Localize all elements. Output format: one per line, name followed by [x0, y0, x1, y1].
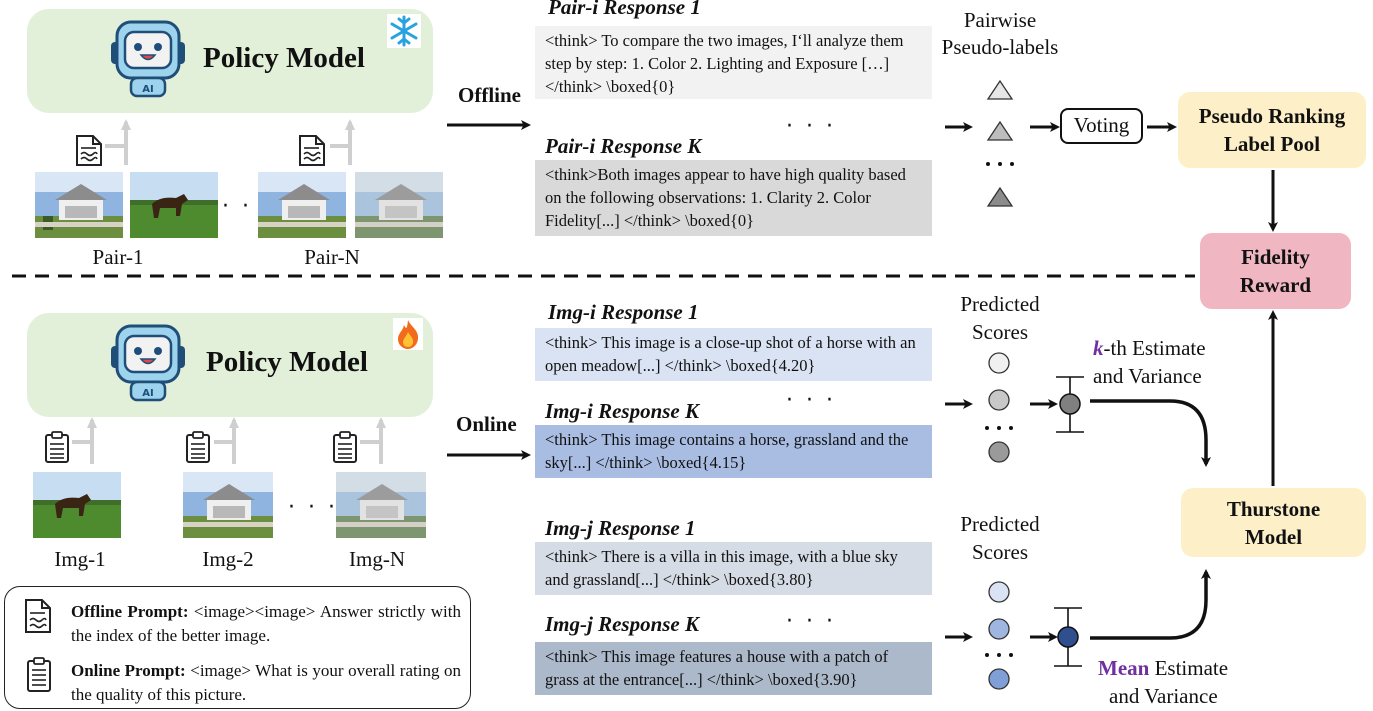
- scores-i-dots: [985, 426, 1013, 430]
- snowflake-icon: [387, 14, 421, 48]
- kth-to-thurstone-arrow: [1090, 399, 1211, 467]
- pool-line1: Pseudo Ranking: [1198, 104, 1346, 128]
- img-j-response-1-title: Img-j Response 1: [545, 516, 696, 540]
- prompt-legend: [4, 586, 471, 709]
- predicted-scores-i-line2: Scores: [972, 320, 1028, 344]
- mean-word: Mean: [1098, 656, 1150, 680]
- mean-to-thurstone-arrow: [1090, 569, 1211, 640]
- mean-estimate-label: Mean Estimate: [1098, 656, 1228, 681]
- kth-estimate-dot: [1059, 393, 1081, 415]
- pair-n-image-b: [355, 172, 443, 238]
- img-n-image: [336, 472, 426, 538]
- pair-1-image-a: [35, 172, 123, 238]
- svg-text:AI: AI: [142, 388, 153, 399]
- offline-prompt-doc-icon: [299, 135, 325, 166]
- img-2-image: [183, 472, 273, 538]
- fidelity-line2: Reward: [1239, 273, 1312, 297]
- online-label: Online: [456, 412, 517, 436]
- img-j-response-1-box: <think> There is a villa in this image, …: [535, 542, 932, 595]
- img-j-response-k-box: <think> This image features a house with…: [535, 642, 932, 695]
- input-arrows-bottom: [72, 417, 386, 464]
- mean-rest: Estimate: [1149, 656, 1229, 680]
- offline-prompt-doc-icon: [25, 599, 51, 633]
- img-j-response-k-title: Img-j Response K: [545, 612, 700, 636]
- thurstone-line1: Thurstone: [1226, 496, 1321, 521]
- img-j-response-dots: · · ·: [786, 609, 836, 634]
- img-i-response-1-title: Img-i Response 1: [548, 300, 699, 324]
- robot-icon: AI: [111, 324, 185, 402]
- pair-1-image-b: [130, 172, 218, 238]
- img-2-label: Img-2: [202, 547, 254, 571]
- pair-response-k-title: Pair-i Response K: [545, 134, 702, 158]
- img-i-response-k-title: Img-i Response K: [545, 399, 700, 423]
- policy-model-online: [27, 313, 433, 417]
- online-prompt-doc-icon: [27, 657, 51, 692]
- img-n-label: Img-N: [349, 547, 405, 571]
- img-1-image: [33, 472, 121, 538]
- input-arrows-top: [105, 119, 355, 165]
- offline-prompt-head: Offline Prompt:: [71, 602, 189, 621]
- scores-j-dots: [985, 653, 1013, 657]
- img-i-response-dots: · · ·: [786, 388, 836, 413]
- predicted-scores-j-line1: Predicted: [960, 512, 1040, 536]
- online-prompt-head: Online Prompt:: [71, 661, 186, 680]
- scores-j-circles: [988, 581, 1010, 690]
- pool-line2: Label Pool: [1223, 132, 1321, 156]
- offline-prompt-text: Offline Prompt: <image><image> Answer st…: [71, 600, 461, 648]
- policy-model-title-bottom: Policy Model: [206, 346, 368, 378]
- pair-response-dots: · · ·: [786, 114, 836, 139]
- policy-model-title-top: Policy Model: [203, 42, 365, 74]
- pairwise-label-line1: Pairwise: [963, 8, 1037, 32]
- pseudo-label-dots: [986, 162, 1014, 166]
- online-prompt-doc-icon: [333, 431, 357, 463]
- pair-response-1-box: <think> To compare the two images, I‘ll …: [535, 26, 932, 99]
- pair-1-label: Pair-1: [92, 245, 144, 269]
- svg-text:AI: AI: [142, 84, 153, 95]
- offline-prompt-body: <image><image> Answer strictly with the …: [71, 602, 461, 645]
- robot-icon: AI: [111, 20, 185, 98]
- scores-i-circles: [988, 352, 1010, 463]
- online-prompt-body: <image> What is your overall rating on t…: [71, 661, 461, 704]
- online-prompt-doc-icon: [45, 431, 69, 463]
- mean-estimate-dot: [1057, 626, 1079, 648]
- img-i-response-k-box: <think> This image contains a horse, gra…: [535, 425, 932, 478]
- img-i-response-1-box: <think> This image is a close-up shot of…: [535, 328, 932, 381]
- thurstone-line2: Model: [1244, 524, 1303, 549]
- img-ellipsis: · · ·: [288, 495, 338, 520]
- online-prompt-doc-icon: [186, 431, 210, 463]
- fire-icon: [393, 318, 423, 350]
- predicted-scores-j-line2: Scores: [972, 540, 1028, 564]
- mean-variance-label: and Variance: [1109, 684, 1218, 708]
- pair-n-image-a: [258, 172, 346, 238]
- pseudo-label-triangles: [986, 79, 1014, 207]
- kth-variance-label: and Variance: [1093, 364, 1202, 388]
- pairwise-label-line2: Pseudo-labels: [941, 35, 1059, 59]
- pair-n-label: Pair-N: [304, 245, 360, 269]
- voting-box: Voting: [1060, 108, 1143, 144]
- kth-k: k: [1093, 336, 1104, 360]
- pair-response-1-title: Pair-i Response 1: [548, 0, 701, 19]
- offline-prompt-doc-icon: [76, 135, 102, 166]
- offline-label: Offline: [458, 83, 521, 107]
- fidelity-line1: Fidelity: [1241, 245, 1310, 269]
- predicted-scores-i-line1: Predicted: [960, 292, 1040, 316]
- img-1-label: Img-1: [54, 547, 106, 571]
- kth-rest: -th Estimate: [1103, 336, 1206, 360]
- kth-estimate-label: k-th Estimate: [1093, 336, 1206, 361]
- policy-model-offline: [27, 9, 433, 113]
- pair-response-k-box: <think>Both images appear to have high q…: [535, 160, 932, 236]
- online-prompt-text: Online Prompt: <image> What is your over…: [71, 659, 461, 707]
